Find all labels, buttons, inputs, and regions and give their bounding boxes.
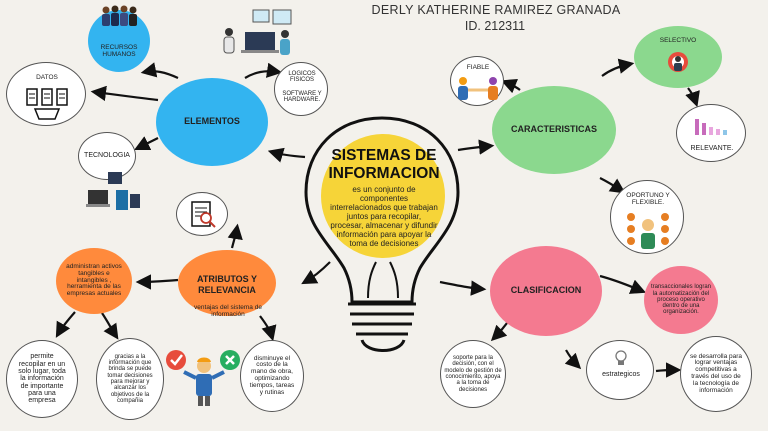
decision-person-icon bbox=[166, 350, 240, 406]
arrow-elementos-to-logicos bbox=[244, 62, 283, 79]
oportuno-label: OPORTUNO Y FLEXIBLE. bbox=[626, 192, 670, 206]
arrow-caracteristicas-to-selectivo bbox=[601, 58, 635, 77]
relevante-node: RELEVANTE. bbox=[676, 104, 746, 162]
center-description: es un conjunto de componentes interrelac… bbox=[330, 185, 438, 248]
arrow-center-to-atributos bbox=[301, 261, 331, 285]
datos-node: DATOS bbox=[6, 62, 86, 126]
estrategicos-node: estrategicos bbox=[586, 340, 654, 400]
arrow-atributos-to-clipboard bbox=[227, 223, 243, 249]
tecnologia-node: TECNOLOGIA bbox=[78, 132, 136, 180]
atributos-node: ATRIBUTOS Y RELEVANCIA bbox=[178, 250, 276, 316]
arrow-elementos-to-tecnologia bbox=[134, 136, 159, 150]
arrow-administran-to-permite bbox=[55, 311, 76, 338]
arrow-selectivo-to-relevante bbox=[685, 87, 700, 108]
desarrolla-node: se desarrolla para lograr ventajas compe… bbox=[680, 336, 752, 412]
recursos-humanos-label: RECURSOS HUMANOS bbox=[100, 44, 138, 58]
database-icon bbox=[26, 88, 68, 120]
arrow-estrategicos-to-desarrolla bbox=[655, 362, 682, 378]
estrategicos-label: estrategicos bbox=[602, 371, 640, 378]
desarrolla-text: se desarrolla para lograr ventajas compe… bbox=[689, 352, 743, 394]
center-title: SISTEMAS DE INFORMACION bbox=[328, 147, 440, 182]
clipboard-node bbox=[176, 192, 228, 236]
arrow-administran-to-gracias bbox=[101, 312, 119, 340]
caracteristicas-node: CARACTERISTICAS bbox=[492, 86, 616, 174]
gracias-text: gracias a la información que brinda se p… bbox=[107, 353, 153, 404]
logicos-fisicos-label: LOGICOS FISICOS bbox=[288, 71, 316, 84]
transaccionales-node: transaccionales logran la automatización… bbox=[644, 266, 718, 334]
atributos-title: ATRIBUTOS Y RELEVANCIA bbox=[196, 274, 257, 295]
elementos-node: ELEMENTOS bbox=[156, 78, 268, 166]
clipboard-search-icon bbox=[191, 201, 216, 228]
relevante-label: RELEVANTE. bbox=[690, 145, 734, 152]
arrow-center-to-caracteristicas bbox=[457, 139, 495, 155]
disminuye-text: disminuye el costo de la mano de obra, o… bbox=[249, 354, 295, 396]
gracias-node: gracias a la información que brinda se p… bbox=[96, 338, 164, 420]
soporte-node: soporte para la decisión, con el modelo … bbox=[440, 340, 506, 408]
author-name: DERLY KATHERINE RAMIREZ GRANADA bbox=[371, 3, 621, 17]
permite-node: permite recopilar en un solo lugar, toda… bbox=[6, 340, 78, 418]
bar-trend-icon bbox=[695, 119, 727, 135]
arrow-elementos-to-datos bbox=[90, 85, 159, 102]
tecnologia-label: TECNOLOGIA bbox=[84, 152, 130, 160]
people-group-icon bbox=[102, 5, 137, 26]
fiable-node: FIABLE bbox=[450, 56, 504, 106]
technology-devices-icon bbox=[86, 172, 140, 210]
arrow-center-to-elementos bbox=[267, 147, 306, 163]
arrow-atributos-to-administran bbox=[135, 274, 179, 290]
administran-node: administran activos tangibles e intangib… bbox=[56, 248, 132, 314]
options-person-icon bbox=[627, 213, 669, 249]
disminuye-node: disminuye el costo de la mano de obra, o… bbox=[240, 340, 304, 412]
arrow-atributos-to-disminuye bbox=[259, 315, 277, 342]
clasificacion-title: CLASIFICACION bbox=[510, 285, 582, 296]
author-id: ID. 212311 bbox=[464, 19, 526, 33]
elementos-title: ELEMENTOS bbox=[184, 116, 240, 127]
soporte-text: soporte para la decisión, con el modelo … bbox=[444, 355, 502, 393]
arrow-caracteristicas-to-fiable bbox=[500, 78, 521, 94]
fiable-label: FIABLE bbox=[466, 64, 490, 71]
software-hardware-label: SOFTWARE Y HARDWARE. bbox=[282, 91, 322, 104]
lightbulb-small-icon bbox=[615, 350, 627, 365]
caracteristicas-title: CARACTERISTICAS bbox=[510, 124, 597, 135]
permite-text: permite recopilar en un solo lugar, toda… bbox=[18, 353, 66, 405]
administran-text: administran activos tangibles e intangib… bbox=[66, 262, 122, 298]
selectivo-label: SELECTIVO bbox=[659, 37, 697, 44]
datos-label: DATOS bbox=[36, 74, 58, 81]
clasificacion-node: CLASIFICACION bbox=[490, 246, 602, 336]
arrow-center-to-clasificacion bbox=[439, 280, 487, 296]
arrow-clasificacion-to-transaccionales bbox=[599, 274, 647, 294]
target-person-icon bbox=[668, 52, 688, 72]
arrow-elementos-to-recursos bbox=[140, 62, 179, 79]
logicos-fisicos-node: LOGICOS FISICOS SOFTWARE Y HARDWARE. bbox=[274, 62, 328, 116]
arrow-clasificacion-to-estrategicos bbox=[564, 349, 582, 370]
transaccionales-text: transaccionales logran la automatización… bbox=[650, 284, 712, 316]
selectivo-node: SELECTIVO bbox=[634, 26, 722, 88]
hardware-workers-icon bbox=[223, 9, 292, 55]
handshake-icon bbox=[458, 77, 498, 100]
atributos-subtitle: ventajas del sistema de información bbox=[194, 304, 262, 318]
oportuno-node: OPORTUNO Y FLEXIBLE. bbox=[610, 180, 684, 254]
